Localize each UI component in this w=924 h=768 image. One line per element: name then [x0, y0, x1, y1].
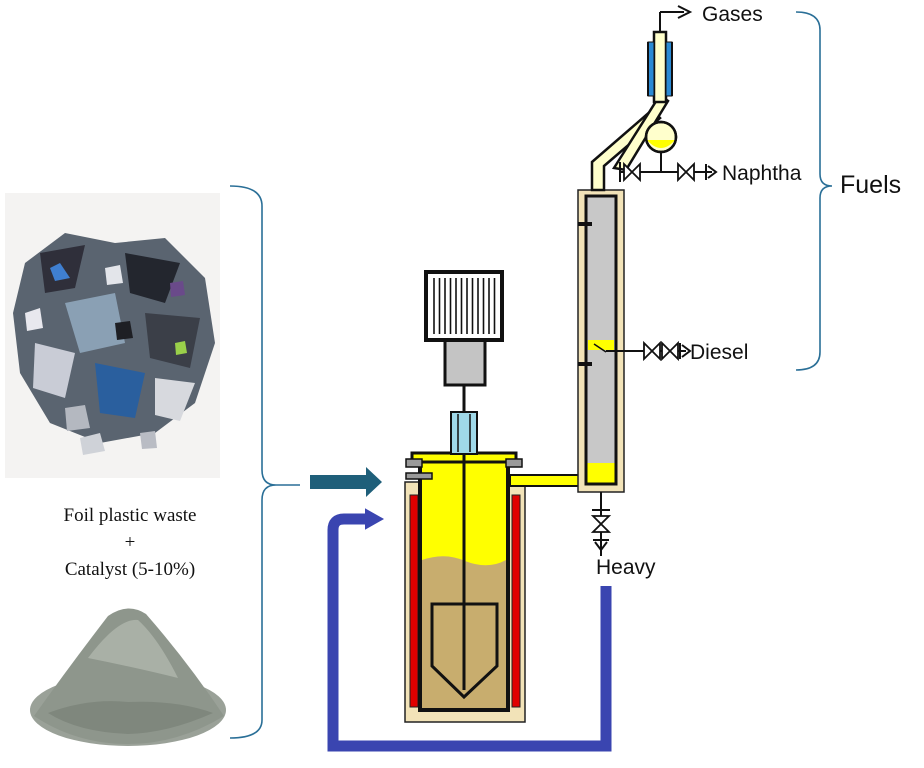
diesel-valve-icon — [643, 340, 661, 362]
naphtha-outlet-arrow-icon — [707, 165, 718, 179]
heavy-valve-icon — [590, 515, 612, 533]
feed-arrow-icon — [310, 467, 382, 497]
feed-caption-line1: Foil plastic waste — [63, 505, 197, 526]
naphtha-valve-2-icon — [677, 161, 695, 183]
heater-right — [511, 494, 521, 708]
motor-housing — [424, 270, 504, 342]
feed-bracket — [229, 185, 277, 739]
catalyst-powder-photo — [30, 608, 226, 746]
condenser-riser — [652, 30, 668, 104]
heavy-label: Heavy — [596, 556, 656, 579]
naphtha-valve-1-icon — [623, 161, 641, 183]
stirrer-paddle — [430, 602, 499, 700]
gases-outlet-arrow-icon — [677, 5, 693, 19]
fuels-label: Fuels — [840, 171, 901, 199]
heater-left — [409, 494, 419, 708]
feed-caption-line3: Catalyst (5-10%) — [64, 559, 196, 580]
condenser-pipe — [611, 93, 670, 172]
shaft-coupling — [450, 411, 478, 455]
motor-gearbox — [443, 338, 487, 387]
recycle-loop-pipe — [327, 513, 612, 752]
feed-caption-line2: + — [124, 532, 136, 553]
motor-fins — [433, 278, 496, 334]
diesel-outlet-arrow-icon — [681, 344, 692, 358]
foil-plastic-waste-photo — [5, 193, 220, 478]
diesel-tray — [588, 340, 614, 350]
gases-label: Gases — [702, 3, 763, 26]
heavy-outlet-arrow-icon — [594, 541, 608, 552]
diesel-label: Diesel — [690, 341, 748, 364]
column-bottom-liquid — [587, 463, 615, 483]
plastic-pile — [13, 233, 215, 455]
fuels-bracket — [795, 11, 833, 371]
naphtha-label: Naphtha — [722, 162, 802, 185]
recycle-arrow-icon — [365, 508, 385, 530]
